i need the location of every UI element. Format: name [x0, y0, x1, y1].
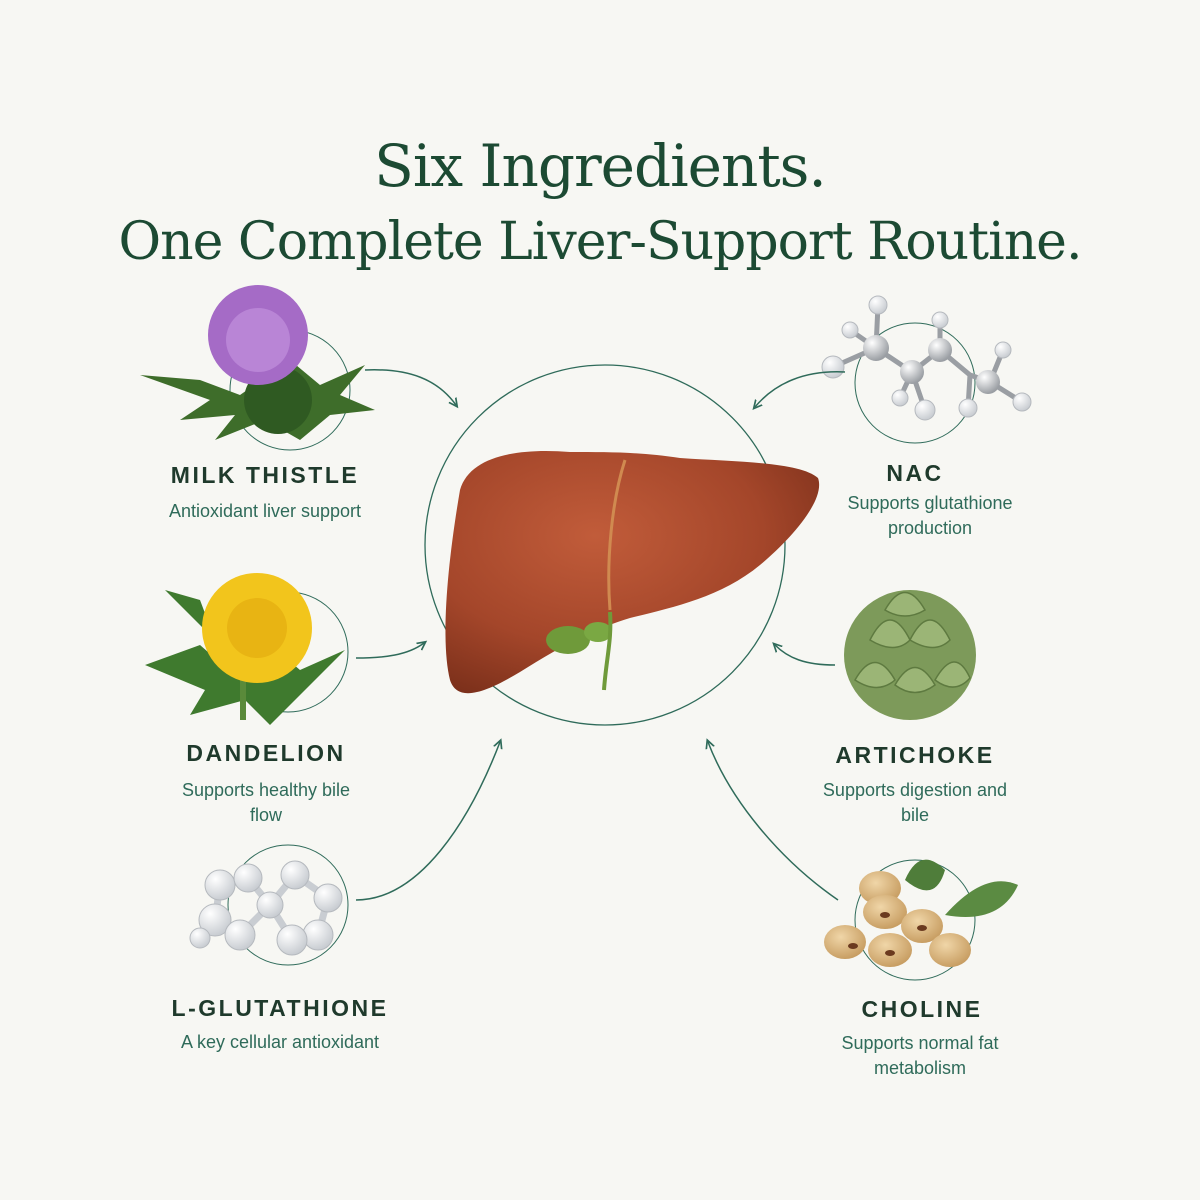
arrow-dandelion: [355, 643, 424, 659]
arrow-milk-thistle: [364, 369, 456, 405]
artichoke-icon: [844, 590, 976, 720]
ingredient-desc-choline: Supports normal fat metabolism: [841, 1033, 999, 1078]
center-ring: [424, 364, 786, 726]
ingredient-name-milk-thistle: MILK THISTLE: [170, 462, 360, 488]
nac-molecule-icon: [821, 295, 1032, 444]
liver-center-group: [424, 364, 820, 726]
title-line-1: Six Ingredients.: [374, 132, 827, 200]
ingredient-desc-l-glutathione: A key cellular antioxidant: [180, 1032, 380, 1052]
milk-thistle-flower-icon: [140, 285, 375, 451]
ingredient-desc-milk-thistle: Antioxidant liver support: [168, 501, 362, 521]
ingredient-desc-dandelion: Supports healthy bile flow: [181, 780, 351, 825]
ingredient-name-nac: NAC: [886, 460, 944, 486]
dandelion-flower-icon: [145, 573, 349, 725]
ingredient-name-l-glutathione: L-GLUTATHIONE: [171, 995, 389, 1021]
ingredient-name-artichoke: ARTICHOKE: [835, 742, 995, 768]
arrow-glutathione: [355, 742, 500, 901]
arrow-artichoke: [775, 645, 836, 666]
arrow-nac: [755, 371, 846, 407]
ingredient-desc-nac: Supports glutathione production: [847, 493, 1013, 538]
arrow-choline: [708, 742, 839, 901]
ingredient-desc-artichoke: Supports digestion and bile: [822, 780, 1008, 825]
glutathione-molecule-icon: [189, 844, 349, 966]
connector-arrows: [355, 369, 846, 901]
ingredient-name-choline: CHOLINE: [861, 996, 983, 1022]
ingredient-name-dandelion: DANDELION: [186, 740, 346, 766]
soybeans-icon: [824, 859, 1018, 981]
title-line-2: One Complete Liver-Support Routine.: [118, 212, 1082, 272]
liver-illustration: [445, 450, 820, 694]
